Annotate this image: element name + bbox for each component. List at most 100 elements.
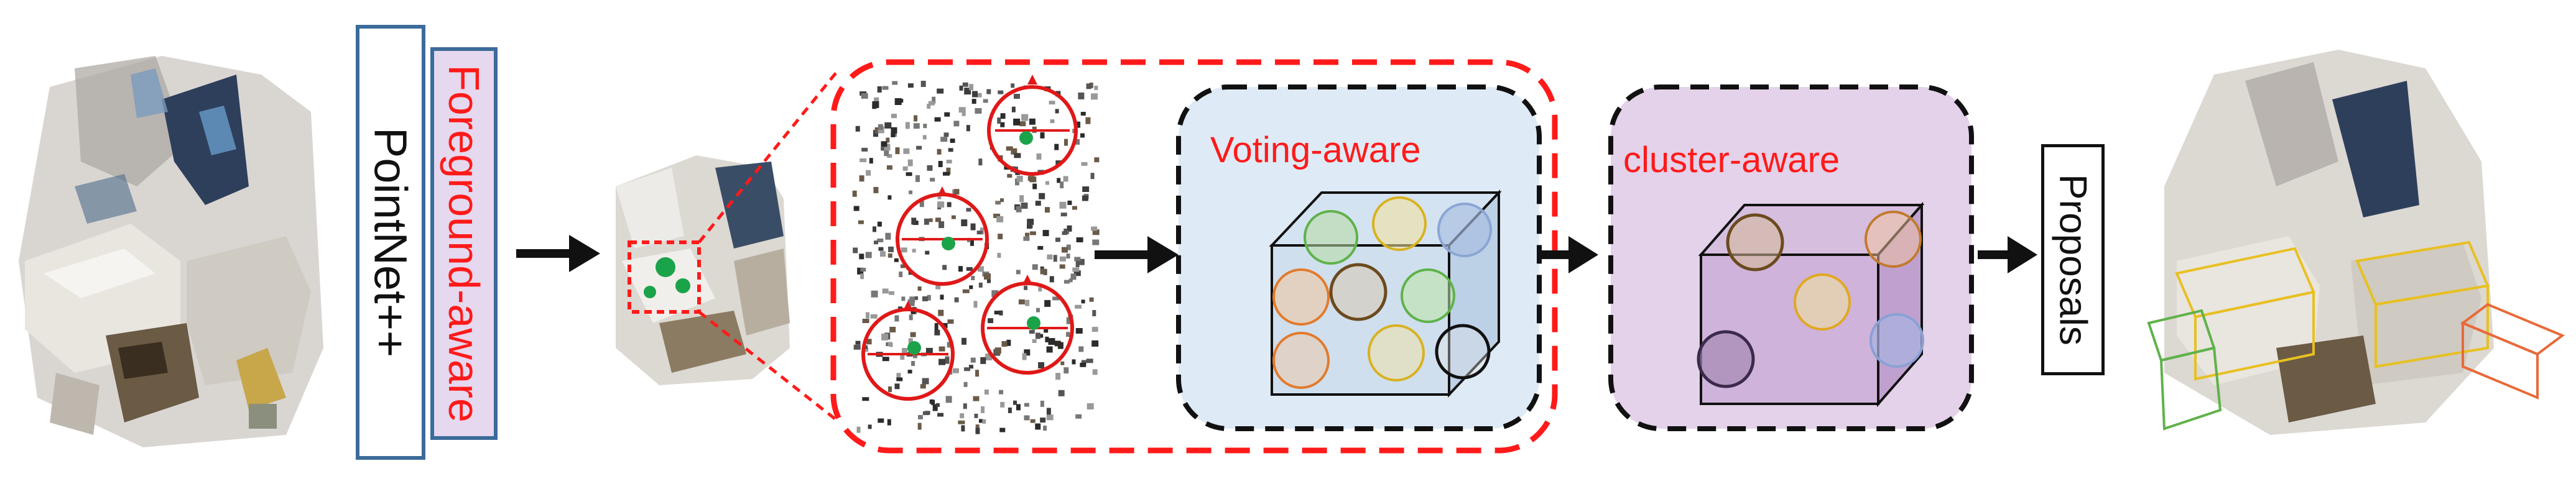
scatter-point xyxy=(1013,400,1017,405)
scatter-point xyxy=(1074,257,1081,262)
scatter-point xyxy=(937,148,942,155)
scatter-point xyxy=(950,139,955,143)
scatter-point xyxy=(999,390,1004,395)
scatter-point xyxy=(922,135,927,140)
scatter-point xyxy=(1075,261,1080,267)
scatter-point xyxy=(1043,426,1047,431)
vote-circle xyxy=(987,75,1078,176)
pointnet-module: PointNet++ xyxy=(356,25,425,460)
scatter-point xyxy=(1011,106,1016,112)
scatter-point xyxy=(860,268,866,272)
scatter-point xyxy=(1024,415,1030,421)
scatter-point xyxy=(959,85,963,91)
scatter-point xyxy=(1091,226,1098,231)
scatter-point xyxy=(937,201,945,208)
scatter-point xyxy=(892,81,898,85)
scatter-point xyxy=(887,253,892,258)
scatter-point xyxy=(975,108,982,114)
scatter-point xyxy=(1049,276,1054,283)
vote-circle xyxy=(896,186,989,286)
scatter-point xyxy=(1059,201,1067,209)
scatter-point xyxy=(1040,268,1045,275)
scatter-point xyxy=(960,413,965,419)
scatter-point xyxy=(928,101,935,106)
scatter-point xyxy=(1049,101,1055,105)
scatter-point xyxy=(894,258,899,262)
scatter-point xyxy=(1032,183,1037,189)
scatter-point xyxy=(1054,340,1061,347)
scatter-point xyxy=(953,189,960,195)
scatter-point xyxy=(874,240,878,245)
scatter-point xyxy=(1016,175,1023,182)
scatter-point xyxy=(1046,414,1054,421)
scatter-point xyxy=(975,424,980,430)
voting-aware-label: Voting-aware xyxy=(1210,130,1421,170)
scatter-point xyxy=(1024,285,1028,290)
scatter-point xyxy=(1066,332,1070,337)
scatter-point xyxy=(1025,299,1030,306)
scatter-point xyxy=(887,154,892,158)
scatter-point xyxy=(982,419,986,424)
scatter-point xyxy=(1029,118,1035,125)
scatter-point xyxy=(914,115,918,122)
scatter-point xyxy=(966,125,970,132)
arrow-right xyxy=(516,235,600,272)
scatter-point xyxy=(1060,212,1067,217)
scatter-point xyxy=(1040,266,1044,271)
scatter-point xyxy=(1043,268,1047,275)
scatter-point xyxy=(964,88,971,95)
scatter-point xyxy=(1078,92,1085,99)
scatter-point xyxy=(861,93,868,99)
scatter-point xyxy=(1072,267,1080,272)
scatter-point xyxy=(945,396,952,403)
scatter-point xyxy=(961,219,968,227)
scatter-point xyxy=(974,413,978,418)
scatter-point xyxy=(922,378,929,385)
scatter-point xyxy=(978,282,983,288)
scatter-point xyxy=(1016,270,1021,275)
vote-sphere xyxy=(1272,268,1330,326)
scatter-point xyxy=(1037,245,1044,250)
scatter-point xyxy=(963,381,968,387)
scatter-point xyxy=(1001,341,1008,347)
scatter-point xyxy=(891,114,897,119)
scatter-point xyxy=(1024,349,1031,356)
scatter-point xyxy=(878,124,883,130)
scatter-point xyxy=(932,404,938,411)
scatter-point xyxy=(1013,118,1021,126)
scatter-point xyxy=(1032,264,1038,270)
scatter-point xyxy=(873,186,879,193)
scatter-point xyxy=(923,124,927,129)
scatter-point xyxy=(991,290,999,298)
scatter-point xyxy=(853,247,858,253)
scatter-point xyxy=(1039,193,1045,199)
scatter-point xyxy=(884,150,889,157)
scatter-point xyxy=(859,253,864,260)
scatter-point xyxy=(978,266,984,272)
scatter-point xyxy=(917,422,922,430)
scatter-point xyxy=(958,266,963,272)
scatter-point xyxy=(1057,178,1061,183)
scatter-point xyxy=(1021,203,1028,209)
scatter-point xyxy=(971,99,976,104)
input-point-cloud xyxy=(19,56,323,447)
scatter-point xyxy=(1082,186,1090,192)
cluster-aware-panel xyxy=(1608,84,1974,431)
scatter-point xyxy=(906,172,912,176)
scatter-point xyxy=(920,81,926,87)
scatter-point xyxy=(973,301,978,308)
scatter-point xyxy=(1066,253,1070,259)
scatter-point xyxy=(881,147,886,151)
scatter-point xyxy=(901,264,905,268)
scatter-point xyxy=(1024,403,1029,407)
scatter-point xyxy=(999,310,1003,316)
scatter-point xyxy=(931,400,935,405)
scatter-point xyxy=(938,161,943,167)
scatter-point xyxy=(942,265,947,270)
scatter-point xyxy=(853,344,861,350)
scatter-point xyxy=(896,377,903,381)
scatter-point xyxy=(1027,219,1034,226)
scatter-point xyxy=(1072,206,1077,210)
scatter-point xyxy=(874,97,879,104)
vote-sphere xyxy=(1372,196,1427,251)
